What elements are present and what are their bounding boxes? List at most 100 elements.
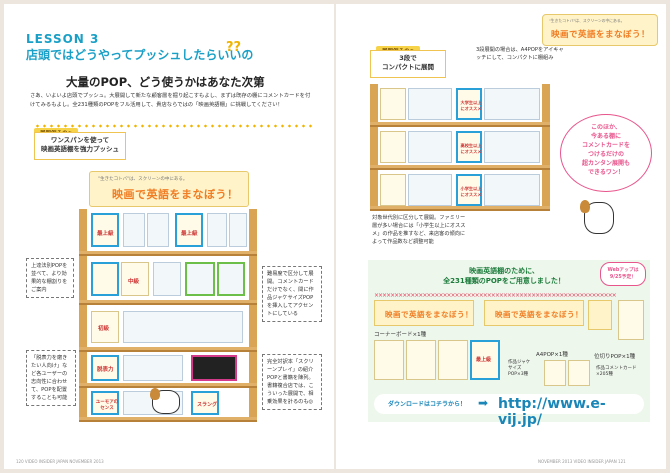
shelf-row: 小学生以上にオススメ	[378, 172, 542, 208]
download-bar: ダウンロードはコチラから！ ➡ http://www.e-vij.jp/	[374, 394, 644, 428]
shelf-label: 大学生以上にオススメ	[460, 100, 482, 111]
left-page: LESSON 3 店頭ではどうやってプッシュしたらいいの ?? 大量のPOP、ど…	[4, 4, 334, 469]
title-badge: "生きたコトバ"は、スクリーンの中にある。 映画で英語をまなぼう！	[542, 14, 658, 46]
page-footer: 120 VIDEO INSIDER JAPAN NOVEMBER 2013	[16, 459, 104, 464]
idea-text: 3段で コンパクトに展開	[382, 54, 434, 71]
shelf-unit: "生きたコトバ"は、スクリーンの中にある。 映画で英語をまなぼう！ 最上級 最上…	[79, 169, 257, 422]
intro-text: さあ、いよいよ店頭でプッシュ。大展開して新たな顧客層を掘り起こすもよし、まずは既…	[30, 93, 311, 108]
product-slot	[153, 262, 181, 296]
download-title: 映画英語棚のために、 全231種類のPOPをご用意しました！	[443, 267, 565, 285]
item-label: 作品ジャケサイズPOP×3種	[508, 360, 531, 377]
shelf-row: 初級	[87, 307, 249, 347]
callout-1: 上達法別POPを並べて、より効果的な棚割りをご案内	[26, 258, 74, 298]
shelf-side-right	[249, 209, 257, 419]
shelf-label: 脱表力	[97, 367, 114, 373]
jacket-pop-sample	[406, 340, 436, 380]
note-top: 3段展開の場合は、A4POPをアイキャッチにして、コンパクトに棚組み	[476, 47, 564, 61]
speech-bubble: このほか、 今ある棚に コメントカードを つけるだけの 超カンタン展開も できる…	[560, 114, 652, 192]
arrow-right-icon: ➡	[478, 396, 489, 410]
right-page: "生きたコトバ"は、スクリーンの中にある。 映画で英語をまなぼう！ 展開例その②…	[336, 4, 666, 469]
shelf-side-left	[370, 84, 378, 210]
pop-card	[380, 131, 406, 163]
divider-pop-sample	[618, 300, 644, 340]
product-slot	[408, 131, 452, 163]
product-slot	[484, 88, 540, 120]
product-slot	[229, 213, 247, 247]
pop-card	[380, 174, 406, 206]
shelf-side-right	[542, 84, 550, 210]
a4-pop-sample	[588, 300, 612, 330]
comment-card-sample	[568, 360, 590, 386]
download-panel: 映画英語棚のために、 全231種類のPOPをご用意しました！ Webアップは 9…	[368, 260, 650, 428]
level-pop-sample: 最上級	[470, 340, 500, 380]
board-sample: 映画で英語をまなぼう！	[484, 300, 584, 326]
page-footer: NOVEMBER 2013 VIDEO INSIDER JAPAN 121	[538, 459, 626, 464]
callout-2: 難易度で区分して展開。コメントカードだけでなく、間に作品ジャケサイズPOPを挿入…	[262, 266, 322, 322]
item-label: 作品コメントカード×205種	[596, 366, 637, 377]
download-label: ダウンロードはコチラから！	[388, 401, 467, 408]
callout-3: 「脱表力を磨きたい人向け」など各ユーザーの志向性に合わせて、POPを配置すること…	[26, 350, 76, 406]
shelf-label: ユーモアのセンス	[95, 400, 119, 411]
sample-text: 映画で英語をまなぼう！	[495, 310, 583, 319]
shelf-board	[79, 383, 257, 388]
banner-main-text: 映画で英語をまなぼう！	[112, 188, 239, 201]
shelf-row: 最上級 最上級	[87, 209, 249, 251]
headline: 大量のPOP、どう使うかはあなた次第	[66, 75, 265, 89]
x-divider: ××××××××××××××××××××××××××××××××××××××××…	[374, 292, 617, 299]
sample-text: 映画で英語をまなぼう！	[385, 310, 473, 319]
note-bottom: 対象世代別に区分して展開。ファミリー層が多い場合には「小学生以上にオススメ」の作…	[372, 215, 466, 245]
question-mark: ??	[226, 40, 242, 55]
dog-ear	[580, 200, 590, 213]
shelf-label: 最上級	[181, 231, 198, 237]
corner-board-sample: 映画で英語をまなぼう！	[374, 300, 474, 326]
product-slot	[408, 88, 452, 120]
pop-card: スラング	[191, 391, 219, 415]
top-banner: "生きたコトバ"は、スクリーンの中にある。 映画で英語をまなぼう！	[89, 171, 249, 207]
pop-card: 高校生以上にオススメ	[456, 131, 482, 163]
sample-level-label: 最上級	[476, 357, 492, 363]
product-slot	[484, 131, 540, 163]
item-label: A4POP×1種	[536, 352, 568, 358]
lesson-label: LESSON 3	[26, 32, 100, 46]
idea-box: 3段で コンパクトに展開	[370, 50, 446, 78]
pop-card: 大学生以上にオススメ	[456, 88, 482, 120]
product-slot	[484, 174, 540, 206]
item-label: コーナーボード×1種	[374, 332, 427, 338]
pop-card: ユーモアのセンス	[91, 391, 119, 415]
pop-card: 小学生以上にオススメ	[456, 174, 482, 206]
product-slot	[185, 262, 215, 296]
pop-card: 中級	[121, 262, 149, 296]
book-display	[191, 355, 237, 381]
shelf-row: 中級	[87, 258, 249, 300]
pop-card: 脱表力	[91, 355, 119, 381]
pop-card: 最上級	[91, 213, 119, 247]
pop-card	[380, 88, 406, 120]
product-slot	[123, 213, 145, 247]
shelf-unit: 大学生以上にオススメ 高校生以上にオススメ 小学生以上にオススメ	[370, 84, 550, 211]
shelf-row: 大学生以上にオススメ	[378, 86, 542, 122]
shelf-board	[370, 165, 550, 170]
shelf-label: 高校生以上にオススメ	[460, 143, 482, 154]
shelf-board	[370, 122, 550, 127]
shelf-row: 高校生以上にオススメ	[378, 129, 542, 165]
badge-main-text: 映画で英語をまなぼう！	[551, 30, 651, 40]
web-badge: Webアップは 9/25予定！	[600, 262, 646, 286]
shelf-board	[79, 251, 257, 256]
product-slot	[217, 262, 245, 296]
pop-card: 初級	[91, 311, 119, 343]
badge-small-text: "生きたコトバ"は、スクリーンの中にある。	[549, 18, 625, 23]
lesson-title: 店頭ではどうやってプッシュしたらいいの	[26, 48, 254, 62]
shelf-board	[79, 417, 257, 422]
download-url-link[interactable]: http://www.e-vij.jp/	[498, 396, 606, 428]
pop-card	[91, 262, 119, 296]
product-slot	[408, 174, 452, 206]
shelf-label: スラング	[197, 402, 218, 408]
pop-card: 最上級	[175, 213, 203, 247]
item-label: 位切りPOP×1種	[594, 354, 636, 360]
product-slot	[207, 213, 227, 247]
jacket-pop-sample	[374, 340, 404, 380]
shelf-label: 初級	[98, 326, 110, 332]
product-slot	[123, 355, 183, 381]
shelf-label: 最上級	[97, 231, 114, 237]
shelf-label: 中級	[128, 279, 140, 285]
